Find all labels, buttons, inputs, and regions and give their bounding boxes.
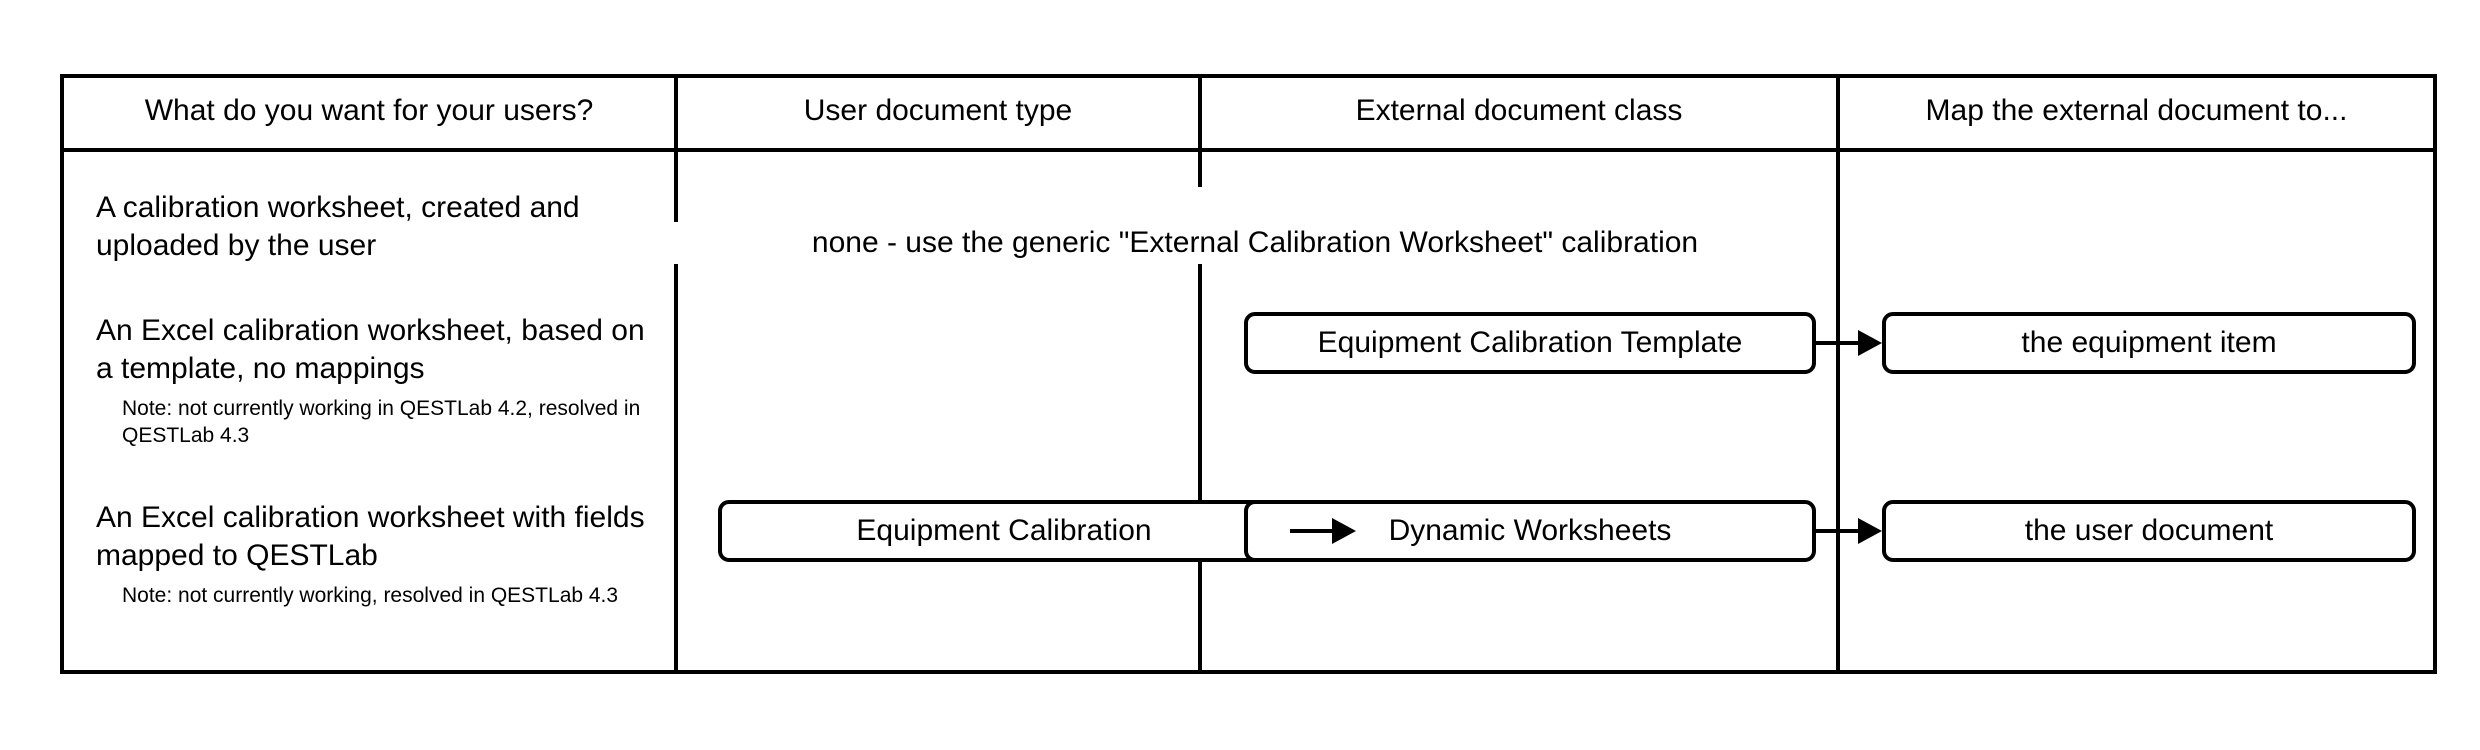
- table-frame: [60, 74, 2437, 674]
- connector-line: [1816, 341, 1860, 345]
- node-label: the equipment item: [2021, 326, 2277, 359]
- node-equipment-calibration[interactable]: Equipment Calibration: [718, 500, 1290, 562]
- spanning-note-generic-calibration: none - use the generic "External Calibra…: [674, 222, 1836, 264]
- arrow-head-icon: [1332, 518, 1356, 544]
- row-description-text: A calibration worksheet, created and upl…: [96, 191, 580, 263]
- row-description-template-no-mappings: An Excel calibration worksheet, based on…: [96, 312, 656, 449]
- row-description-text: An Excel calibration worksheet, based on…: [96, 314, 645, 386]
- column-divider-3: [1836, 74, 1840, 674]
- node-label: the user document: [2024, 514, 2274, 547]
- node-the-user-document[interactable]: the user document: [1882, 500, 2416, 562]
- header-separator-rule: [60, 148, 2437, 152]
- column-header-external-document-class: External document class: [1202, 74, 1836, 148]
- row-note-text: Note: not currently working in QESTLab 4…: [122, 396, 641, 448]
- row-description-uploaded-worksheet: A calibration worksheet, created and upl…: [96, 189, 656, 266]
- node-the-equipment-item[interactable]: the equipment item: [1882, 312, 2416, 374]
- column-header-mapping-target-label: Map the external document to...: [1925, 94, 2348, 127]
- column-divider-1: [674, 74, 678, 674]
- arrow-head-icon: [1858, 518, 1882, 544]
- row-description-text: An Excel calibration worksheet with fiel…: [96, 501, 645, 573]
- column-header-question: What do you want for your users?: [64, 74, 674, 148]
- connector-calibration-to-dynamic: [1290, 518, 1356, 544]
- node-equipment-calibration-template[interactable]: Equipment Calibration Template: [1244, 312, 1816, 374]
- arrow-head-icon: [1858, 330, 1882, 356]
- connector-line: [1816, 529, 1860, 533]
- node-label: Dynamic Worksheets: [1388, 514, 1672, 547]
- row-note-text: Note: not currently working, resolved in…: [122, 583, 619, 607]
- column-header-external-document-class-label: External document class: [1355, 94, 1683, 127]
- connector-line: [1290, 529, 1334, 533]
- column-divider-2-lower: [1198, 262, 1202, 674]
- row-description-fields-mapped: An Excel calibration worksheet with fiel…: [96, 499, 656, 609]
- column-header-question-label: What do you want for your users?: [144, 94, 594, 127]
- node-label: Equipment Calibration: [856, 514, 1152, 547]
- column-divider-2-upper: [1198, 74, 1202, 187]
- column-header-user-document-type: User document type: [678, 74, 1198, 148]
- column-header-mapping-target: Map the external document to...: [1840, 74, 2433, 148]
- connector-dynamic-to-user-document: [1816, 518, 1882, 544]
- connector-template-to-equipment-item: [1816, 330, 1882, 356]
- column-header-user-document-type-label: User document type: [803, 94, 1073, 127]
- node-label: Equipment Calibration Template: [1317, 326, 1743, 359]
